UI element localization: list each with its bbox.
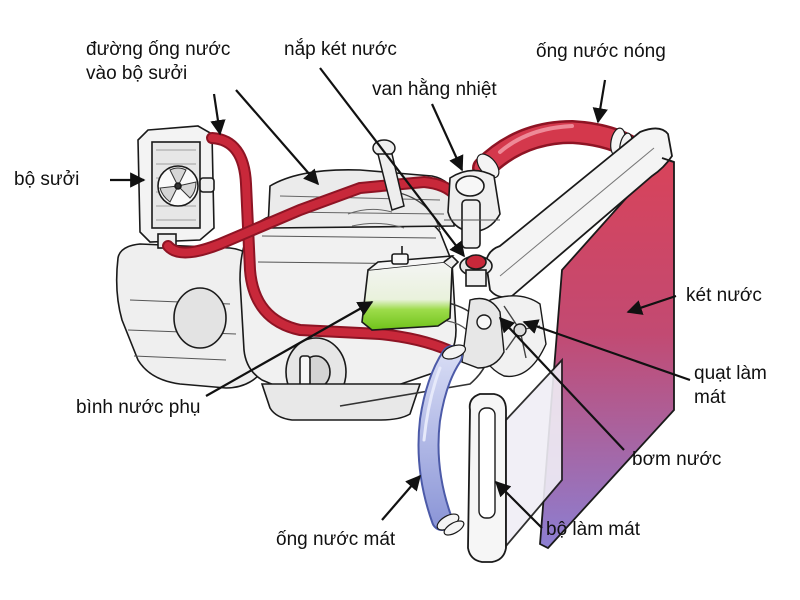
label-thermostat: van hằng nhiệt [372,79,497,100]
radiator-graphic [467,127,675,563]
arrow-radiator-cap [319,67,465,258]
thermostat-housing [444,169,501,249]
lower-hose-clamps [436,344,467,536]
label-cooler: bộ làm mát [546,519,640,540]
label-radiator-cap: nắp két nước [284,39,397,60]
arrow-water-pump [498,316,625,451]
callout-arrows [110,67,691,529]
label-heater-core: bộ sưởi [14,169,80,190]
arrow-lower-hose [381,474,422,521]
arrow-radiator [626,294,677,315]
arrow-thermostat [430,103,464,172]
cool-hose [417,345,463,531]
label-heater-inlet-line1: đường ống nước [86,39,231,60]
arrow-reservoir [205,301,374,397]
label-upper-hose: ống nước nóng [536,41,666,62]
arrow-cooler [494,480,543,529]
arrow-heater-inlet-b [235,89,320,186]
hot-hoses [162,119,640,356]
label-heater-inlet-line2: vào bộ sưởi [86,63,188,84]
label-reservoir: bình nước phụ [76,397,201,418]
arrow-heater-inlet-a [210,93,226,136]
arrow-upper-hose [592,79,608,124]
arrow-fan [522,319,691,382]
reservoir-graphic [361,246,460,331]
heater-core-graphic [137,125,215,249]
label-fan-line1: quạt làm [694,363,767,384]
label-radiator: két nước [686,285,762,306]
label-water-pump: bơm nước [632,449,722,470]
radiator-cap-graphic [459,254,493,287]
label-fan: quạt làm mát [694,362,767,410]
fan-and-pump [461,295,547,378]
label-heater-inlet: đường ống nước vào bộ sưởi [86,38,230,86]
label-fan-line2: mát [694,387,726,408]
label-lower-hose: ống nước mát [276,529,396,550]
